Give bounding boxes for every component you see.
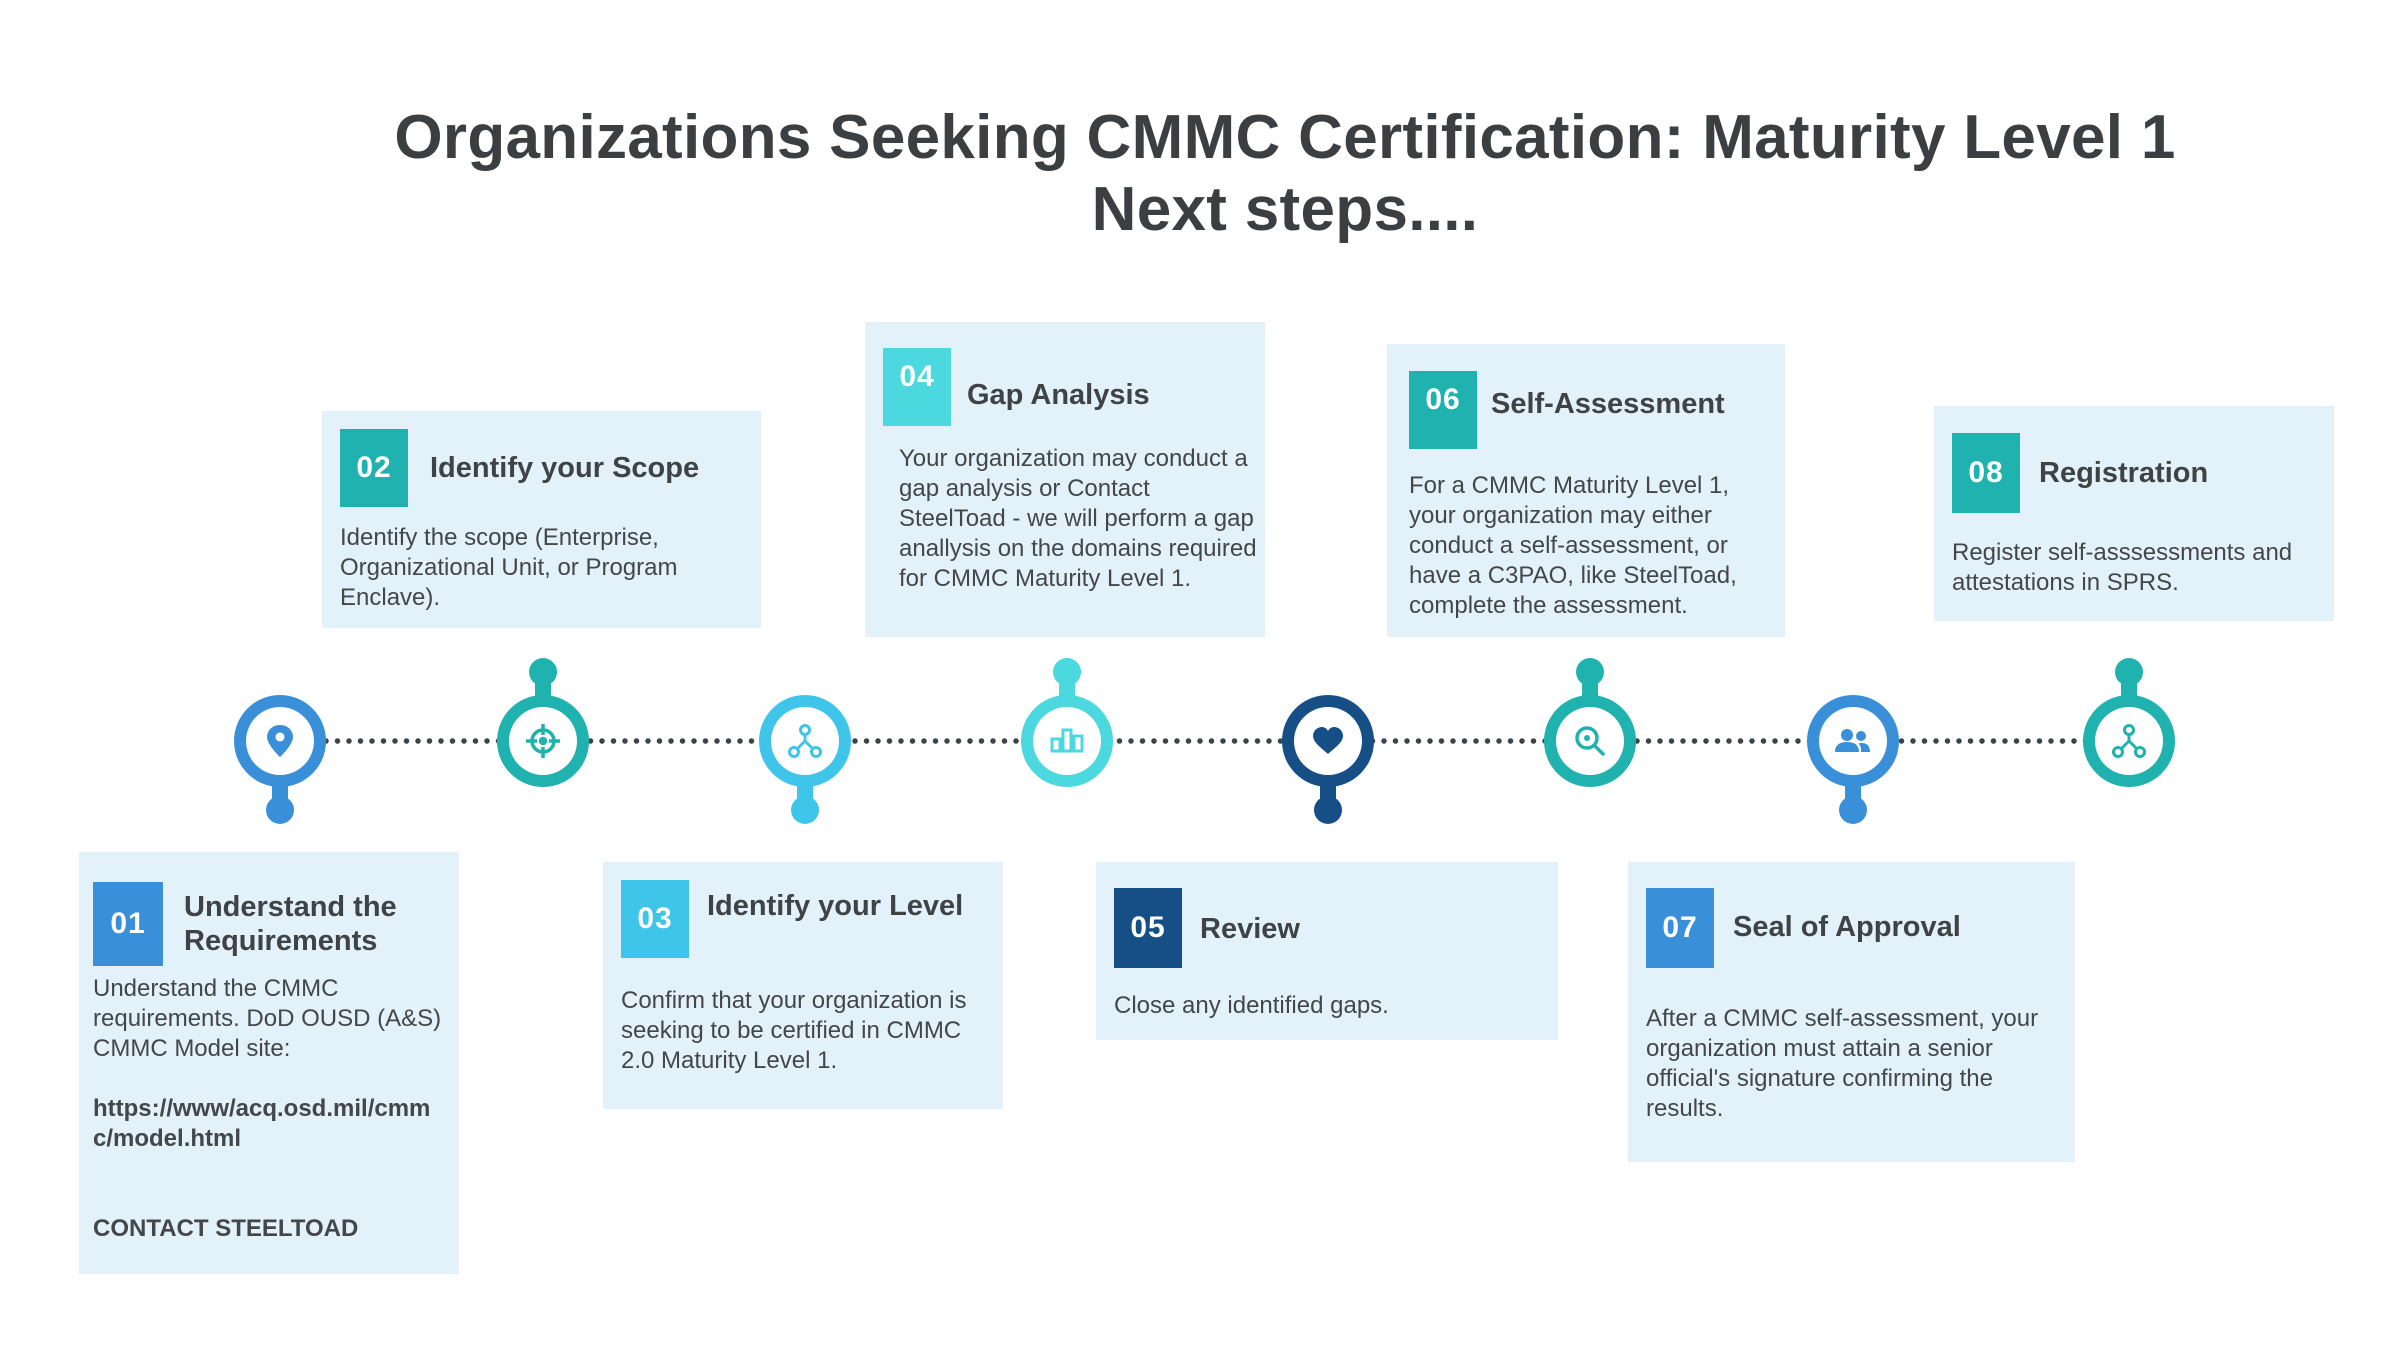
step-card-01: 01 Understand the Requirements Understan… xyxy=(79,852,459,1274)
node-knob xyxy=(1576,658,1604,686)
node-knob xyxy=(1839,796,1867,824)
step-title: Understand the Requirements xyxy=(184,891,397,957)
step-body: Your organization may conduct a gap anal… xyxy=(899,445,1257,592)
step-card-07: 07 Seal of Approval After a CMMC self-as… xyxy=(1628,862,2075,1162)
step-description: Understand the CMMC requirements. DoD OU… xyxy=(93,975,442,1062)
title-line-2: Next steps.... xyxy=(1091,175,1479,244)
step-title: Self-Assessment xyxy=(1491,388,1725,420)
node-knob xyxy=(529,658,557,686)
contact-steeltoad-link[interactable]: CONTACT STEELTOAD xyxy=(93,1215,359,1242)
timeline-node-08 xyxy=(2083,658,2175,787)
step-number-badge: 06 xyxy=(1409,371,1477,449)
step-title: Seal of Approval xyxy=(1733,911,1961,943)
node-knob xyxy=(2115,658,2143,686)
step-body: Register self-asssessments and attestati… xyxy=(1952,539,2293,596)
step-body: Confirm that your organization is seekin… xyxy=(621,987,967,1074)
timeline-node-01 xyxy=(234,695,326,824)
location-pin-icon xyxy=(267,725,293,757)
step-card-05: 05 Review Close any identified gaps. xyxy=(1096,862,1558,1040)
step-card-06: 06 Self-Assessment For a CMMC Maturity L… xyxy=(1387,344,1785,637)
heart-icon xyxy=(1313,727,1343,754)
step-number-badge: 01 xyxy=(93,882,163,966)
step-card-02: 02 Identify your Scope Identify the scop… xyxy=(322,411,761,628)
step-number-badge: 08 xyxy=(1952,433,2020,513)
step-title: Identify your Scope xyxy=(430,452,700,484)
title-line-1: Organizations Seeking CMMC Certification… xyxy=(394,103,2176,172)
timeline-node-02 xyxy=(497,658,589,787)
network-icon xyxy=(2112,724,2146,758)
step-body: Identify the scope (Enterprise, Organiza… xyxy=(340,524,678,611)
step-body: For a CMMC Maturity Level 1, your organi… xyxy=(1409,472,1737,619)
magnifier-icon xyxy=(1575,726,1605,756)
node-knob xyxy=(1314,796,1342,824)
node-knob xyxy=(791,796,819,824)
step-body: After a CMMC self-assessment, your organ… xyxy=(1646,1005,2039,1122)
step-number-badge: 02 xyxy=(340,429,408,507)
step-card-03: 03 Identify your Level Confirm that your… xyxy=(603,862,1003,1109)
node-knob xyxy=(1053,658,1081,686)
node-knob xyxy=(266,796,294,824)
timeline-node-03 xyxy=(759,695,851,824)
timeline-node-06 xyxy=(1544,658,1636,787)
crosshair-icon xyxy=(526,724,560,758)
step-body: Close any identified gaps. xyxy=(1114,992,1389,1019)
step-number-badge: 05 xyxy=(1114,888,1182,968)
page-title: Organizations Seeking CMMC Certification… xyxy=(0,102,2400,246)
step-title: Registration xyxy=(2039,457,2209,489)
bar-chart-icon xyxy=(1050,728,1084,753)
timeline-node-04 xyxy=(1021,658,1113,787)
network-icon xyxy=(788,724,822,758)
timeline-node-07 xyxy=(1807,695,1899,824)
step-card-08: 08 Registration Register self-asssessmen… xyxy=(1934,406,2334,621)
step-card-04: 04 Gap Analysis Your organization may co… xyxy=(865,322,1265,637)
step-number-badge: 04 xyxy=(883,348,951,426)
step-title: Gap Analysis xyxy=(967,379,1150,411)
step-title: Identify your Level xyxy=(707,890,964,922)
people-icon xyxy=(1835,729,1870,752)
step-number-badge: 03 xyxy=(621,880,689,958)
step-body: Understand the CMMC requirements. DoD OU… xyxy=(93,974,449,1244)
cmmc-model-link[interactable]: https://www/acq.osd.mil/cmmc/model.html xyxy=(93,1095,431,1152)
timeline-node-05 xyxy=(1282,695,1374,824)
step-title: Review xyxy=(1200,913,1300,945)
step-number-badge: 07 xyxy=(1646,888,1714,968)
